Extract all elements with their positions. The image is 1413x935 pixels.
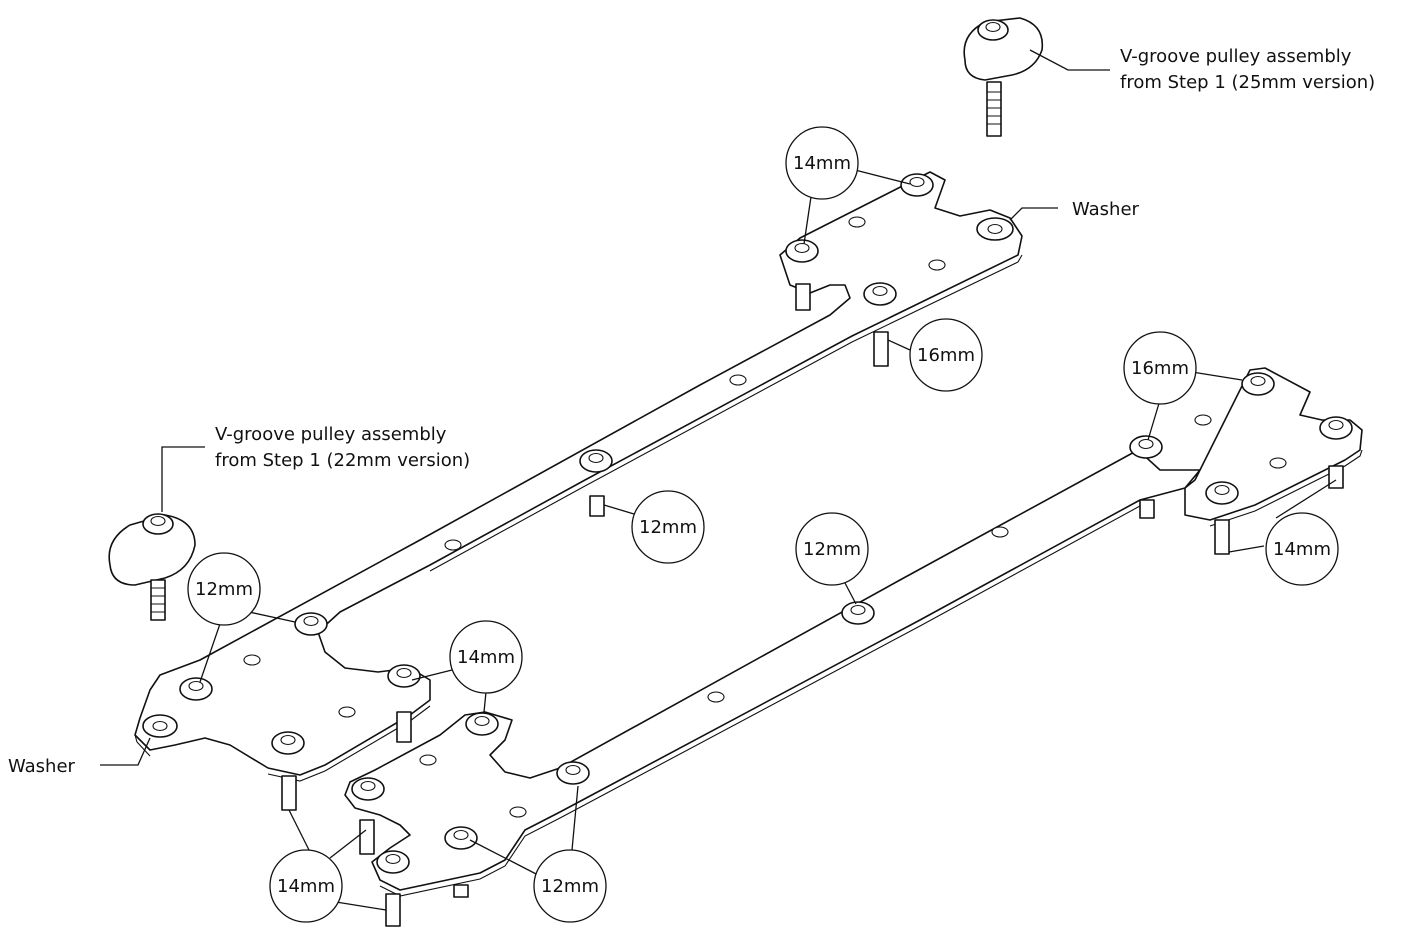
pulley-assembly-25mm: [963, 17, 1044, 137]
callout-pulley-25-line1: V-groove pulley assembly: [1120, 46, 1352, 67]
callout-pulley-22: V-groove pulley assembly from Step 1 (22…: [161, 424, 470, 512]
callout-washer-top-text: Washer: [1072, 199, 1140, 220]
bubble-b8: 14mm: [411, 620, 523, 713]
callout-pulley-22-line1: V-groove pulley assembly: [215, 424, 447, 445]
bubble-b5-text: 12mm: [803, 539, 861, 560]
bubble-b2-text: 16mm: [917, 345, 975, 366]
callout-pulley-22-line2: from Step 1 (22mm version): [215, 450, 470, 471]
bubble-b5: 12mm: [795, 512, 869, 605]
screw-thread-icon: [281, 283, 889, 811]
bubble-b4-text: 16mm: [1131, 358, 1189, 379]
bubble-b10: 12mm: [469, 785, 607, 923]
bubble-b3-text: 12mm: [639, 517, 697, 538]
bubble-b10-text: 12mm: [541, 876, 599, 897]
bubble-b7-text: 12mm: [195, 579, 253, 600]
bubble-b9-text: 14mm: [277, 876, 335, 897]
callout-pulley-25-line2: from Step 1 (25mm version): [1120, 72, 1375, 93]
callout-washer-left-text: Washer: [8, 756, 76, 777]
callout-washer-left: Washer: [8, 737, 151, 777]
screw-head-icon: [179, 173, 934, 755]
pulley-assembly-22mm: [108, 513, 196, 621]
left-carriage-plate: [134, 171, 1023, 811]
bubble-b6-text: 14mm: [1273, 539, 1331, 560]
bubble-b2: 16mm: [887, 318, 983, 392]
bubble-b4: 16mm: [1123, 331, 1243, 441]
bubble-b6: 14mm: [1228, 479, 1339, 586]
bubble-b1-text: 14mm: [793, 153, 851, 174]
callout-washer-top: Washer: [1009, 199, 1140, 221]
callout-pulley-25: V-groove pulley assembly from Step 1 (25…: [1029, 46, 1375, 93]
bubble-b1: 14mm: [785, 126, 911, 245]
bubble-b7: 12mm: [187, 552, 296, 683]
bubble-b3: 12mm: [603, 490, 705, 564]
screw-head-icon: [351, 372, 1353, 874]
right-carriage-plate: [344, 367, 1363, 927]
bubble-b8-text: 14mm: [457, 647, 515, 668]
bubble-b9: 14mm: [269, 809, 387, 923]
